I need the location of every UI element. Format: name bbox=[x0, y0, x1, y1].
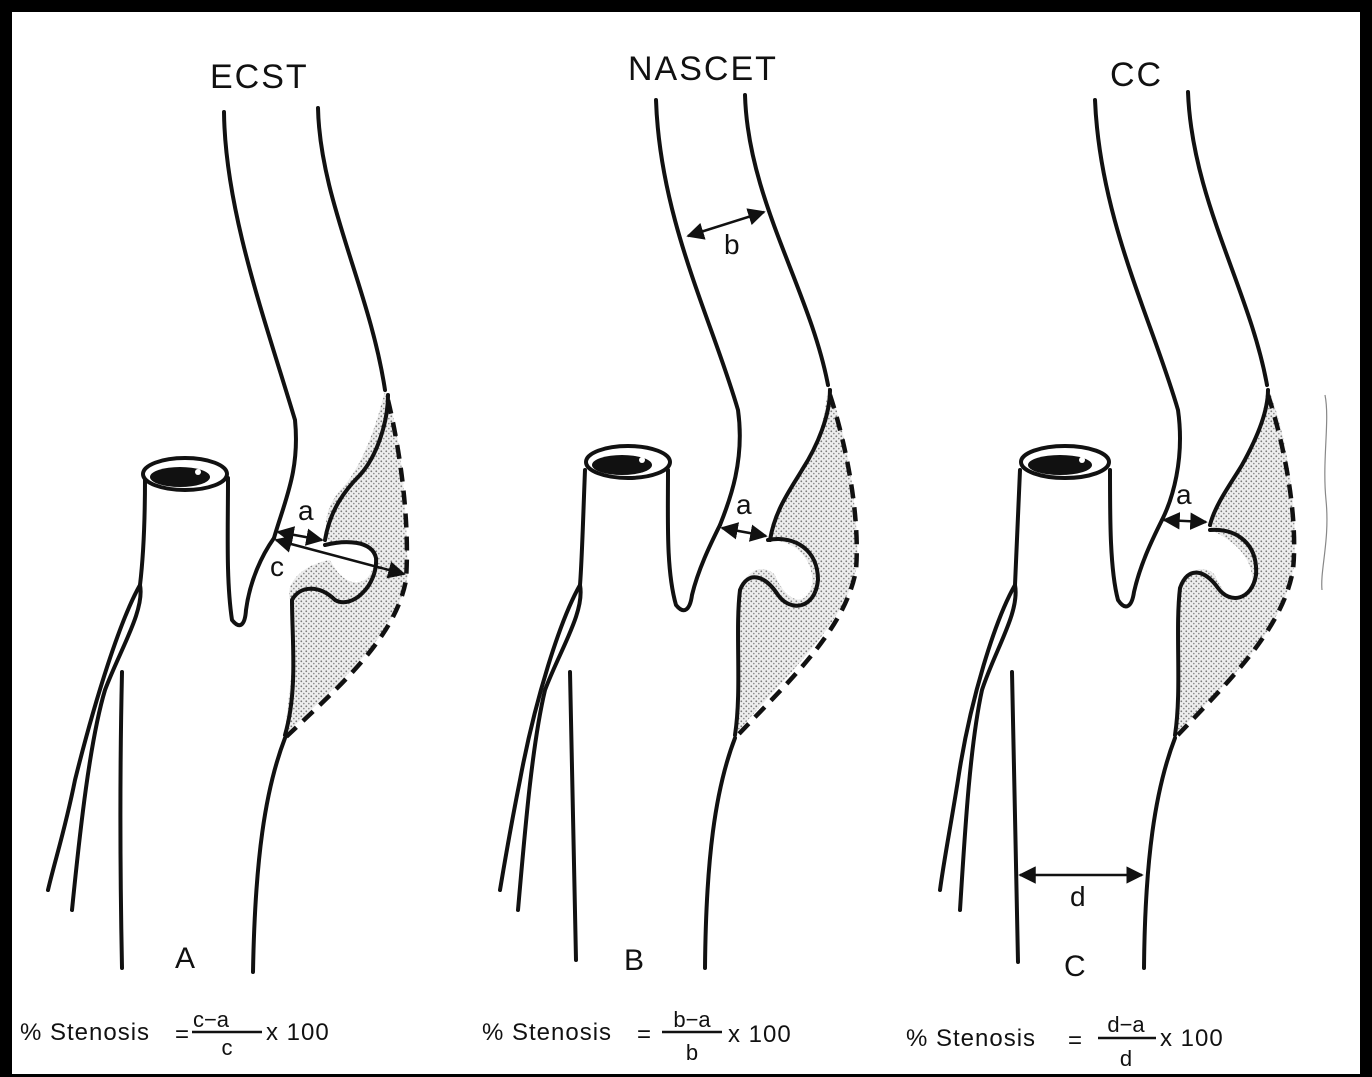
formula-nascet: % Stenosis = b−a b x 100 bbox=[482, 1007, 792, 1065]
formula-ecst: % Stenosis = c−a c x 100 bbox=[20, 1007, 330, 1060]
ica-right-wall-a bbox=[318, 108, 385, 390]
cca-right-wall-a bbox=[253, 738, 285, 972]
equals-sign-a: = bbox=[175, 1021, 190, 1048]
eca-inner-c bbox=[1110, 470, 1162, 606]
measure-label-a-a: a bbox=[298, 495, 314, 526]
formula-denominator-b: b bbox=[686, 1040, 698, 1065]
formula-numerator-b: b−a bbox=[673, 1007, 711, 1032]
measure-label-c-a: c bbox=[270, 551, 284, 582]
panel-title-nascet: NASCET bbox=[628, 50, 778, 88]
equals-sign-c: = bbox=[1068, 1027, 1083, 1054]
formula-suffix-c: x 100 bbox=[1160, 1025, 1224, 1052]
formula-suffix-b: x 100 bbox=[728, 1021, 792, 1048]
cca-right-wall-c bbox=[1144, 738, 1175, 968]
eca-side-branch-c bbox=[960, 585, 1016, 910]
ica-right-wall-c bbox=[1188, 92, 1267, 385]
plaque-c bbox=[1175, 385, 1295, 735]
panel-letter-b: B bbox=[624, 944, 644, 977]
formula-numerator-a: c−a bbox=[193, 1007, 230, 1032]
plaque-b bbox=[735, 385, 858, 735]
eca-inner-a bbox=[228, 478, 274, 625]
panel-cc: CC a d C % Stenosis = bbox=[906, 56, 1327, 1071]
panel-title-cc: CC bbox=[1110, 56, 1163, 94]
eca-highlight-a bbox=[195, 469, 201, 475]
cca-left-wall-b bbox=[570, 672, 576, 960]
formula-suffix-a: x 100 bbox=[266, 1019, 330, 1046]
formula-numerator-c: d−a bbox=[1107, 1012, 1145, 1037]
formula-prefix-c: % Stenosis bbox=[906, 1025, 1036, 1052]
formula-denominator-a: c bbox=[222, 1035, 233, 1060]
eca-stump-c bbox=[940, 470, 1020, 890]
formula-denominator-c: d bbox=[1120, 1046, 1132, 1071]
panel-nascet: NASCET b a B % Stenosis = bbox=[482, 50, 858, 1065]
eca-inner-b bbox=[668, 470, 720, 610]
measure-a-arrow-b bbox=[722, 528, 766, 536]
cca-left-wall-a bbox=[121, 672, 123, 968]
panel-ecst: ECST a c bbox=[20, 58, 408, 1060]
eca-lumen-a bbox=[150, 467, 210, 487]
formula-prefix-a: % Stenosis bbox=[20, 1019, 150, 1046]
measure-a-arrow-c bbox=[1164, 520, 1206, 522]
ica-right-wall-b bbox=[745, 95, 828, 385]
measure-label-d-c: d bbox=[1070, 881, 1086, 912]
plaque-a bbox=[285, 390, 408, 735]
panel-letter-c: C bbox=[1064, 950, 1086, 983]
eca-stump-a bbox=[48, 478, 145, 890]
cca-left-wall-c bbox=[1012, 672, 1018, 962]
eca-highlight-b bbox=[639, 457, 645, 463]
sketch-mark bbox=[1322, 395, 1327, 590]
ica-left-wall-a bbox=[224, 112, 296, 538]
measure-label-a-b: a bbox=[736, 489, 752, 520]
formula-cc: % Stenosis = d−a d x 100 bbox=[906, 1012, 1224, 1071]
measure-a-arrow-a bbox=[278, 532, 322, 540]
formula-prefix-b: % Stenosis bbox=[482, 1019, 612, 1046]
measure-label-a-c: a bbox=[1176, 479, 1192, 510]
panel-letter-a: A bbox=[175, 942, 195, 975]
measure-label-b-b: b bbox=[724, 229, 740, 260]
equals-sign-b: = bbox=[637, 1021, 652, 1048]
eca-highlight-c bbox=[1079, 457, 1085, 463]
cca-right-wall-b bbox=[705, 738, 735, 968]
panel-title-ecst: ECST bbox=[210, 58, 309, 96]
